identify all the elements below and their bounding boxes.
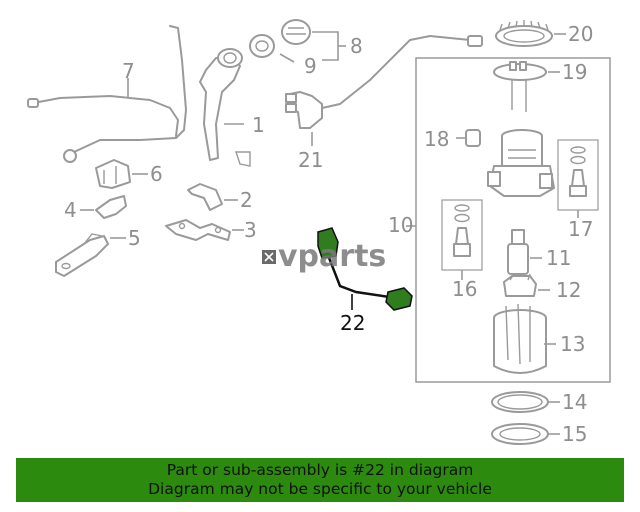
part-6-clip xyxy=(95,159,148,189)
callout-5: 5 xyxy=(128,226,141,250)
callout-2: 2 xyxy=(240,188,253,212)
part-21-vent-line xyxy=(285,35,483,146)
part-7-fuel-line xyxy=(27,25,187,163)
part-19-flange xyxy=(493,61,560,112)
callout-1: 1 xyxy=(252,113,265,137)
callout-11: 11 xyxy=(546,246,571,270)
callout-19: 19 xyxy=(562,60,587,84)
part-17-seal-kit xyxy=(557,139,599,218)
fuel-pump-module xyxy=(487,129,555,197)
part-15-seal xyxy=(491,423,560,445)
part-3-strap xyxy=(165,219,244,241)
callout-17: 17 xyxy=(568,217,593,241)
info-banner: Part or sub-assembly is #22 in diagram D… xyxy=(16,458,624,502)
part-22-wiring-harness-highlighted xyxy=(317,227,413,311)
part-2-bracket xyxy=(187,183,238,211)
part-12-regulator xyxy=(503,273,550,297)
callout-6: 6 xyxy=(150,162,163,186)
callout-7: 7 xyxy=(122,59,135,83)
part-4-bracket xyxy=(80,195,127,219)
callout-13: 13 xyxy=(560,332,585,356)
part-14-seal xyxy=(491,391,560,413)
part-20-locking-ring xyxy=(495,20,566,47)
callout-15: 15 xyxy=(562,422,587,446)
part-5-bracket xyxy=(55,233,126,277)
watermark-logo: vparts xyxy=(262,239,386,274)
callout-9: 9 xyxy=(304,54,317,78)
callout-4: 4 xyxy=(64,198,77,222)
callout-21: 21 xyxy=(298,148,323,172)
part-8-9-fuel-caps xyxy=(249,19,346,63)
callout-22: 22 xyxy=(340,311,365,335)
part-16-seal-kit xyxy=(441,199,483,280)
callout-18: 18 xyxy=(424,127,449,151)
watermark-text: vparts xyxy=(278,239,386,274)
callout-14: 14 xyxy=(562,390,587,414)
part-1-filler-neck xyxy=(199,48,251,167)
callout-16: 16 xyxy=(452,277,477,301)
part-13-reservoir xyxy=(493,303,556,374)
pump-assembly-box xyxy=(406,57,611,383)
callout-8: 8 xyxy=(350,34,363,58)
callout-20: 20 xyxy=(568,22,593,46)
part-18-connector xyxy=(456,129,481,147)
part-11-sensor xyxy=(507,229,542,275)
banner-line-2: Diagram may not be specific to your vehi… xyxy=(148,480,492,498)
banner-line-1: Part or sub-assembly is #22 in diagram xyxy=(166,461,474,479)
callout-10: 10 xyxy=(388,213,413,237)
callout-12: 12 xyxy=(556,278,581,302)
callout-3: 3 xyxy=(244,218,257,242)
